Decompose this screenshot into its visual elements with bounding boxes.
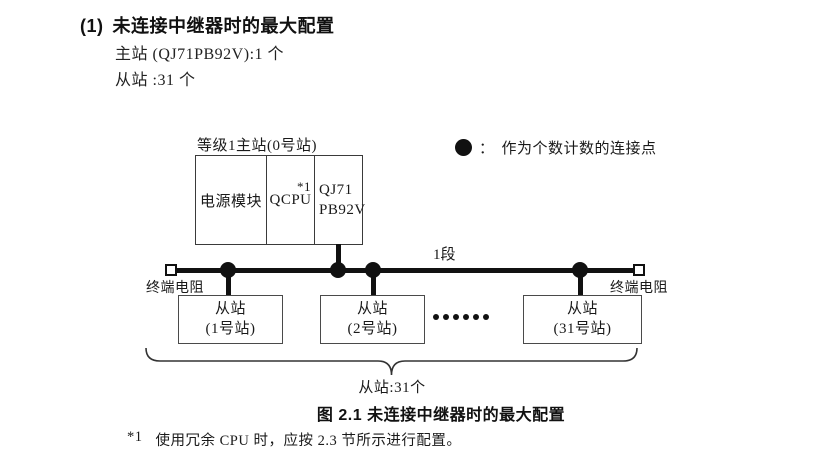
footnote-text: 使用冗余 CPU 时，应按 2.3 节所示进行配置。 [155,433,462,449]
master-station-box: 电源模块 *1 QCPU QJ71 PB92V [195,155,366,245]
brace-label: 从站:31个 [358,380,426,396]
slave-count-line: 从站 :31 个 [115,72,196,89]
slave-label: 从站 [566,301,598,317]
master-station-label: 等级1主站(0号站) [197,138,317,154]
section-title: 未连接中继器时的最大配置 [112,16,335,36]
legend: ： 作为个数计数的连接点 [455,137,657,158]
terminator-left-icon [165,264,177,276]
legend-text: 作为个数计数的连接点 [501,141,657,157]
slave31-drop-line [578,270,583,295]
terminator-left-label: 终端电阻 [146,281,204,296]
dot [483,314,489,320]
dot [453,314,459,320]
legend-separator: ： [479,141,495,157]
slave-station-number: (1号站) [205,320,256,337]
dot [463,314,469,320]
slave-label: 从站 [214,301,246,317]
footnote: *1 使用冗余 CPU 时，应按 2.3 节所示进行配置。 [127,429,461,450]
brace-graphic [145,347,638,376]
master-count-line: 主站 (QJ71PB92V):1 个 [115,46,285,63]
cpu-footnote-marker: *1 [297,179,311,194]
slave2-drop-line [371,270,376,295]
slave-label: 从站 [356,301,388,317]
figure-caption: 图 2.1 未连接中继器时的最大配置 [316,407,566,424]
connection-point-icon [455,139,472,156]
power-module-cell: 电源模块 [199,193,262,210]
pb92v-module-cell: QJ71 PB92V [314,156,366,244]
cpu-label: QCPU [269,191,312,208]
slave-station-1-box: 从站 (1号站) [178,295,283,344]
connection-point-dot [330,262,346,278]
section-number: (1) [80,16,104,36]
connection-point-dot [220,262,236,278]
bus-line [172,268,639,273]
dot [443,314,449,320]
module-name-line2: PB92V [319,202,366,218]
section-heading: (1) 未连接中继器时的最大配置 [80,12,335,38]
slave-station-number: (31号站) [553,320,612,337]
slave-station-number: (2号站) [347,320,398,337]
ellipsis-dots [433,314,489,320]
terminator-right-icon [633,264,645,276]
connection-point-dot [365,262,381,278]
footnote-marker: *1 [127,429,143,445]
slave-station-31-box: 从站 (31号站) [523,295,642,344]
cpu-cell: *1 QCPU [266,156,314,244]
module-name-line1: QJ71 [319,181,353,198]
segment-label: 1段 [433,247,456,263]
slave1-drop-line [226,270,231,295]
terminator-right-label: 终端电阻 [610,281,668,296]
master-drop-line [336,244,341,270]
slave-station-2-box: 从站 (2号站) [320,295,425,344]
dot [473,314,479,320]
dot [433,314,439,320]
connection-point-dot [572,262,588,278]
